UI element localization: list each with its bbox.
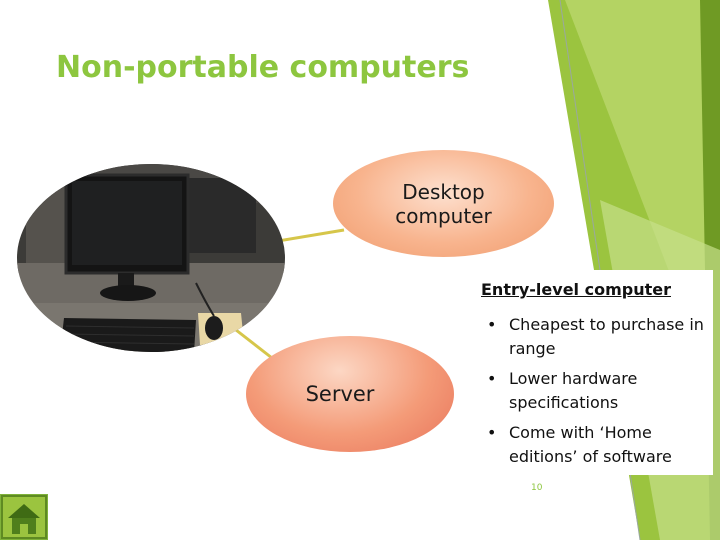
bullet-dot-icon: •: [487, 423, 497, 442]
bullet-dot-icon: •: [487, 369, 497, 388]
entry-level-info-box: Entry-level computer • Cheapest to purcha…: [473, 270, 713, 475]
page-number: 10: [531, 483, 543, 493]
entry-level-bullets: • Cheapest to purchase in range • Lower ha…: [481, 313, 705, 469]
bullet-text: Cheapest to purchase in range: [509, 315, 704, 358]
bullet-dot-icon: •: [487, 315, 497, 334]
green-accent-light: [565, 0, 720, 300]
mouse-shape: [205, 316, 223, 340]
bullet-item: • Come with ‘Home editions’ of software: [481, 421, 705, 469]
home-icon: [0, 494, 48, 540]
home-button[interactable]: [0, 494, 48, 540]
server-label: Server: [305, 382, 375, 406]
desktop-computer-label: Desktop computer: [395, 179, 492, 228]
server-bubble: Server: [246, 336, 454, 452]
bullet-item: • Lower hardware specifications: [481, 367, 705, 415]
bullet-text: Come with ‘Home editions’ of software: [509, 423, 672, 466]
page-title: Non-portable computers: [56, 50, 470, 85]
connector-server: [235, 328, 273, 360]
desktop-photo: [16, 163, 286, 353]
desktop-computer-bubble: Desktop computer: [333, 150, 554, 257]
entry-level-heading: Entry-level computer: [481, 280, 671, 299]
bullet-item: • Cheapest to purchase in range: [481, 313, 705, 361]
bullet-text: Lower hardware specifications: [509, 369, 638, 412]
